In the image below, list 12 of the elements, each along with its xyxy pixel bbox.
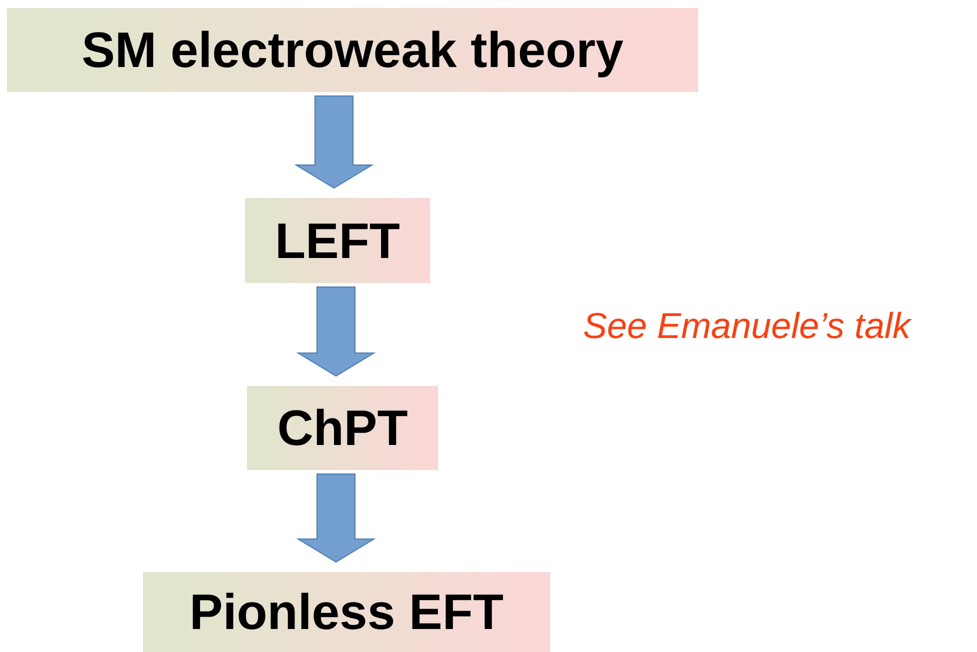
- box-label: SM electroweak theory: [82, 21, 624, 79]
- block-arrow: [296, 286, 376, 377]
- theory-box: [143, 572, 550, 652]
- box-label: Pionless EFT: [190, 583, 504, 641]
- block-arrow: [294, 96, 374, 189]
- block-arrow: [296, 474, 376, 563]
- box-label: ChPT: [277, 399, 408, 457]
- theory-box: [245, 198, 430, 283]
- note-text: See Emanuele’s talk: [583, 305, 911, 347]
- theory-box: [7, 8, 698, 92]
- theory-box: [247, 386, 438, 470]
- box-label: LEFT: [275, 212, 400, 270]
